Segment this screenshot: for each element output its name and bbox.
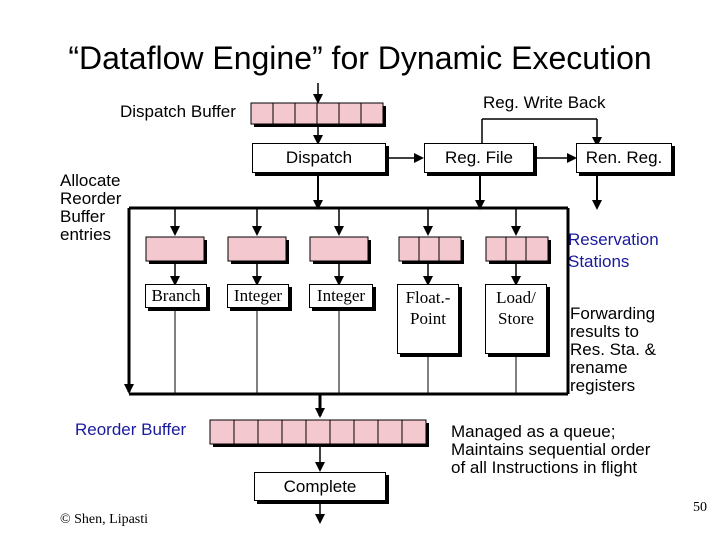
- fu-branch: Branch: [145, 284, 207, 308]
- dispatch-buffer: [250, 102, 386, 127]
- ren-reg-box: Ren. Reg.: [576, 143, 672, 173]
- dispatch-box: Dispatch: [252, 143, 386, 173]
- slide-title: “Dataflow Engine” for Dynamic Execution: [68, 40, 652, 76]
- managed-note: Managed as a queue; Maintains sequential…: [451, 422, 651, 477]
- dispatch-buffer-label: Dispatch Buffer: [120, 102, 236, 121]
- reservation-station-fp: [398, 236, 464, 264]
- reservation-station-branch: [145, 236, 207, 264]
- allocate-label: Allocate Reorder Buffer entries: [60, 171, 122, 244]
- reservation-station-loadstore: [485, 236, 551, 264]
- reorder-buffer: [209, 419, 429, 447]
- fu-integer-2: Integer: [309, 284, 373, 308]
- reg-write-back-label: Reg. Write Back: [483, 93, 606, 112]
- fu-floating-point: Float.- Point: [397, 284, 459, 354]
- reg-file-label: Reg. File: [444, 148, 514, 167]
- complete-label: Complete: [283, 476, 357, 496]
- forwarding-note: Forwarding results to Res. Sta. & rename…: [570, 304, 656, 395]
- reservation-station-integer-2: [309, 236, 371, 264]
- reg-file-box: Reg. File: [424, 143, 534, 173]
- dispatch-label: Dispatch: [285, 148, 353, 167]
- copyright: © Shen, Lipasti: [60, 512, 149, 527]
- complete-box: Complete: [254, 472, 386, 501]
- fu-integer-1: Integer: [227, 284, 289, 308]
- fu-load-store: Load/ Store: [485, 284, 547, 354]
- reorder-buffer-label: Reorder Buffer: [75, 420, 187, 439]
- reservation-stations-label: Reservation Stations: [568, 230, 659, 271]
- page-number: 50: [693, 500, 707, 515]
- reservation-station-integer-1: [227, 236, 289, 264]
- ren-reg-label: Ren. Reg.: [585, 148, 663, 167]
